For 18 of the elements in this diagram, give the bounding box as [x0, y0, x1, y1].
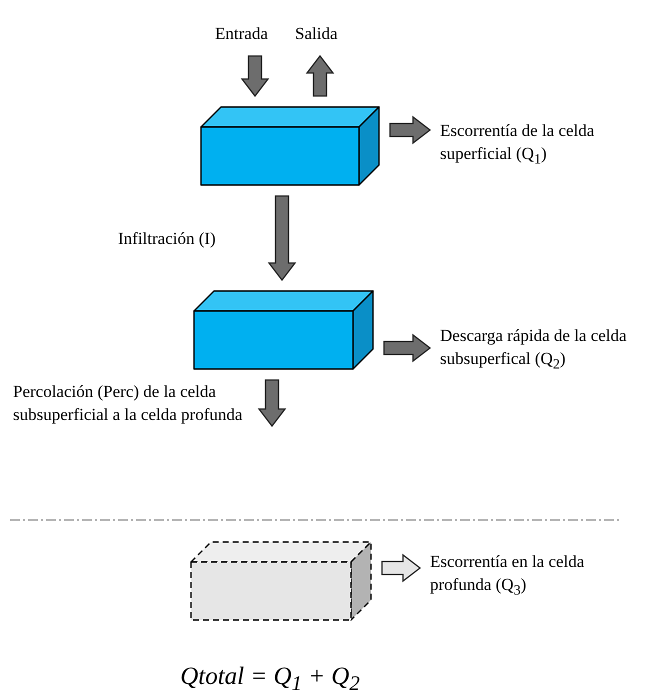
block-arrow [383, 334, 432, 362]
flow-label: Descarga rápida de la celda subsuperfical (Q$_{2}$) [440, 324, 660, 376]
block-arrow [240, 55, 270, 98]
cell-block [193, 290, 374, 370]
block-arrow [306, 54, 334, 97]
formula: Qtotal = Q$_{1}$ + Q$_{2}$ [179, 662, 361, 697]
flow-label: Salida [295, 22, 355, 45]
edge-label: Percolación (Perc) de la celda subsuperficial a la celda profunda [13, 381, 244, 426]
block-arrow [381, 554, 422, 582]
edge-label: Infiltración (I) [118, 228, 217, 250]
cell-block [200, 106, 380, 186]
block-arrow [389, 116, 432, 144]
flow-label: Entrada [215, 22, 291, 45]
block-arrow [268, 195, 296, 282]
flow-label: Escorrentía de la celda superficial (Q$_{1}$) [440, 119, 645, 172]
cell-block [190, 541, 372, 621]
flow-label: Escorrentía en la celda profunda (Q$_{3}$) [430, 550, 635, 602]
block-arrow [258, 379, 286, 428]
